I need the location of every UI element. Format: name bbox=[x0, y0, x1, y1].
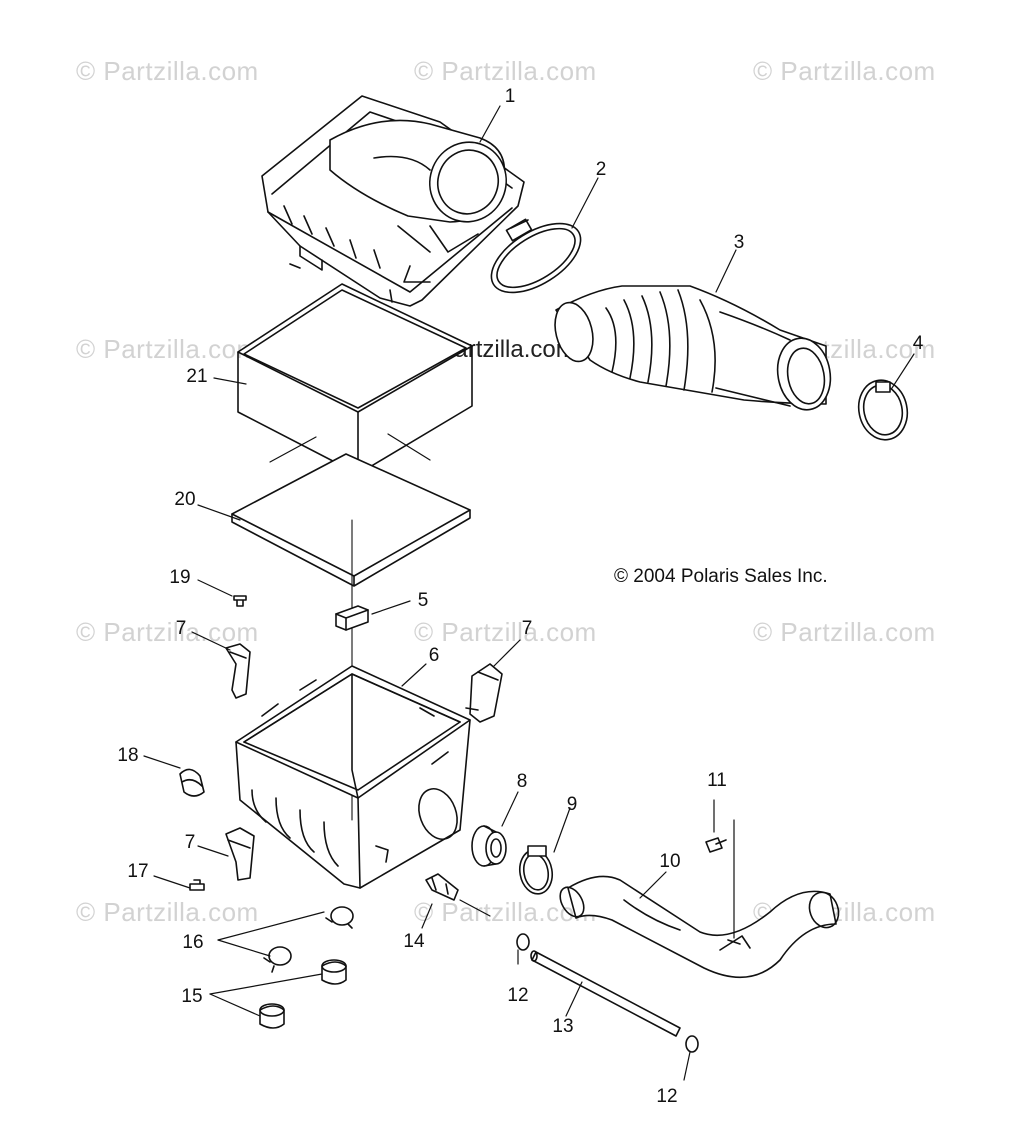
watermark: © Partzilla.com bbox=[414, 897, 597, 927]
callout-17: 17 bbox=[127, 861, 149, 882]
callout-20: 20 bbox=[174, 489, 196, 510]
callout-12: 12 bbox=[507, 985, 529, 1006]
callout-19: 19 bbox=[169, 567, 191, 588]
clip bbox=[180, 769, 204, 796]
air-filter bbox=[238, 284, 472, 474]
watermark: © Partzilla.com bbox=[76, 334, 259, 364]
callout-11: 11 bbox=[707, 770, 727, 791]
screw bbox=[706, 838, 726, 852]
latch bbox=[466, 664, 502, 722]
watermark: © Partzilla.com bbox=[76, 617, 259, 647]
callout-12: 12 bbox=[656, 1086, 678, 1107]
grommet bbox=[472, 826, 506, 866]
callout-6: 6 bbox=[428, 645, 440, 666]
callout-15: 15 bbox=[181, 986, 203, 1007]
clamp bbox=[517, 934, 529, 950]
foam-pad bbox=[336, 606, 368, 630]
callout-9: 9 bbox=[566, 794, 578, 815]
screw bbox=[190, 880, 204, 890]
clamp bbox=[516, 846, 555, 896]
clip bbox=[264, 947, 291, 972]
latch bbox=[226, 828, 254, 880]
watermark: © Partzilla.com bbox=[753, 617, 936, 647]
clamp bbox=[480, 209, 592, 306]
callout-3: 3 bbox=[733, 232, 745, 253]
callout-21: 21 bbox=[186, 366, 208, 387]
latch bbox=[226, 644, 250, 698]
check-valve bbox=[426, 874, 458, 900]
callout-7: 7 bbox=[184, 832, 196, 853]
air-box-housing bbox=[236, 666, 470, 888]
plug bbox=[260, 1004, 284, 1028]
callout-8: 8 bbox=[516, 771, 528, 792]
clip bbox=[326, 907, 353, 928]
air-box-cover bbox=[262, 96, 524, 306]
callout-10: 10 bbox=[659, 851, 681, 872]
callout-16: 16 bbox=[182, 932, 204, 953]
pre-filter bbox=[232, 454, 470, 586]
watermark: © Partzilla.com bbox=[76, 897, 259, 927]
plug bbox=[322, 960, 346, 984]
callout-7: 7 bbox=[521, 618, 533, 639]
watermark: © Partzilla.com bbox=[414, 56, 597, 86]
watermark: © Partzilla.com bbox=[414, 617, 597, 647]
leader-lines bbox=[144, 106, 914, 1080]
inlet-duct bbox=[555, 876, 843, 977]
clamp bbox=[686, 1036, 698, 1052]
intake-boot bbox=[549, 286, 836, 414]
drain-tube bbox=[531, 951, 680, 1036]
callout-18: 18 bbox=[117, 745, 139, 766]
callout-5: 5 bbox=[417, 590, 429, 611]
callout-7: 7 bbox=[175, 618, 187, 639]
callout-1: 1 bbox=[504, 86, 516, 107]
screw bbox=[234, 596, 246, 606]
watermark: © Partzilla.com bbox=[753, 56, 936, 86]
callout-2: 2 bbox=[595, 159, 607, 180]
callout-13: 13 bbox=[552, 1016, 574, 1037]
clamp bbox=[853, 376, 912, 445]
copyright-notice: © 2004 Polaris Sales Inc. bbox=[614, 566, 828, 587]
watermark: © Partzilla.com bbox=[76, 56, 259, 86]
callout-4: 4 bbox=[912, 333, 924, 354]
callout-14: 14 bbox=[403, 931, 425, 952]
